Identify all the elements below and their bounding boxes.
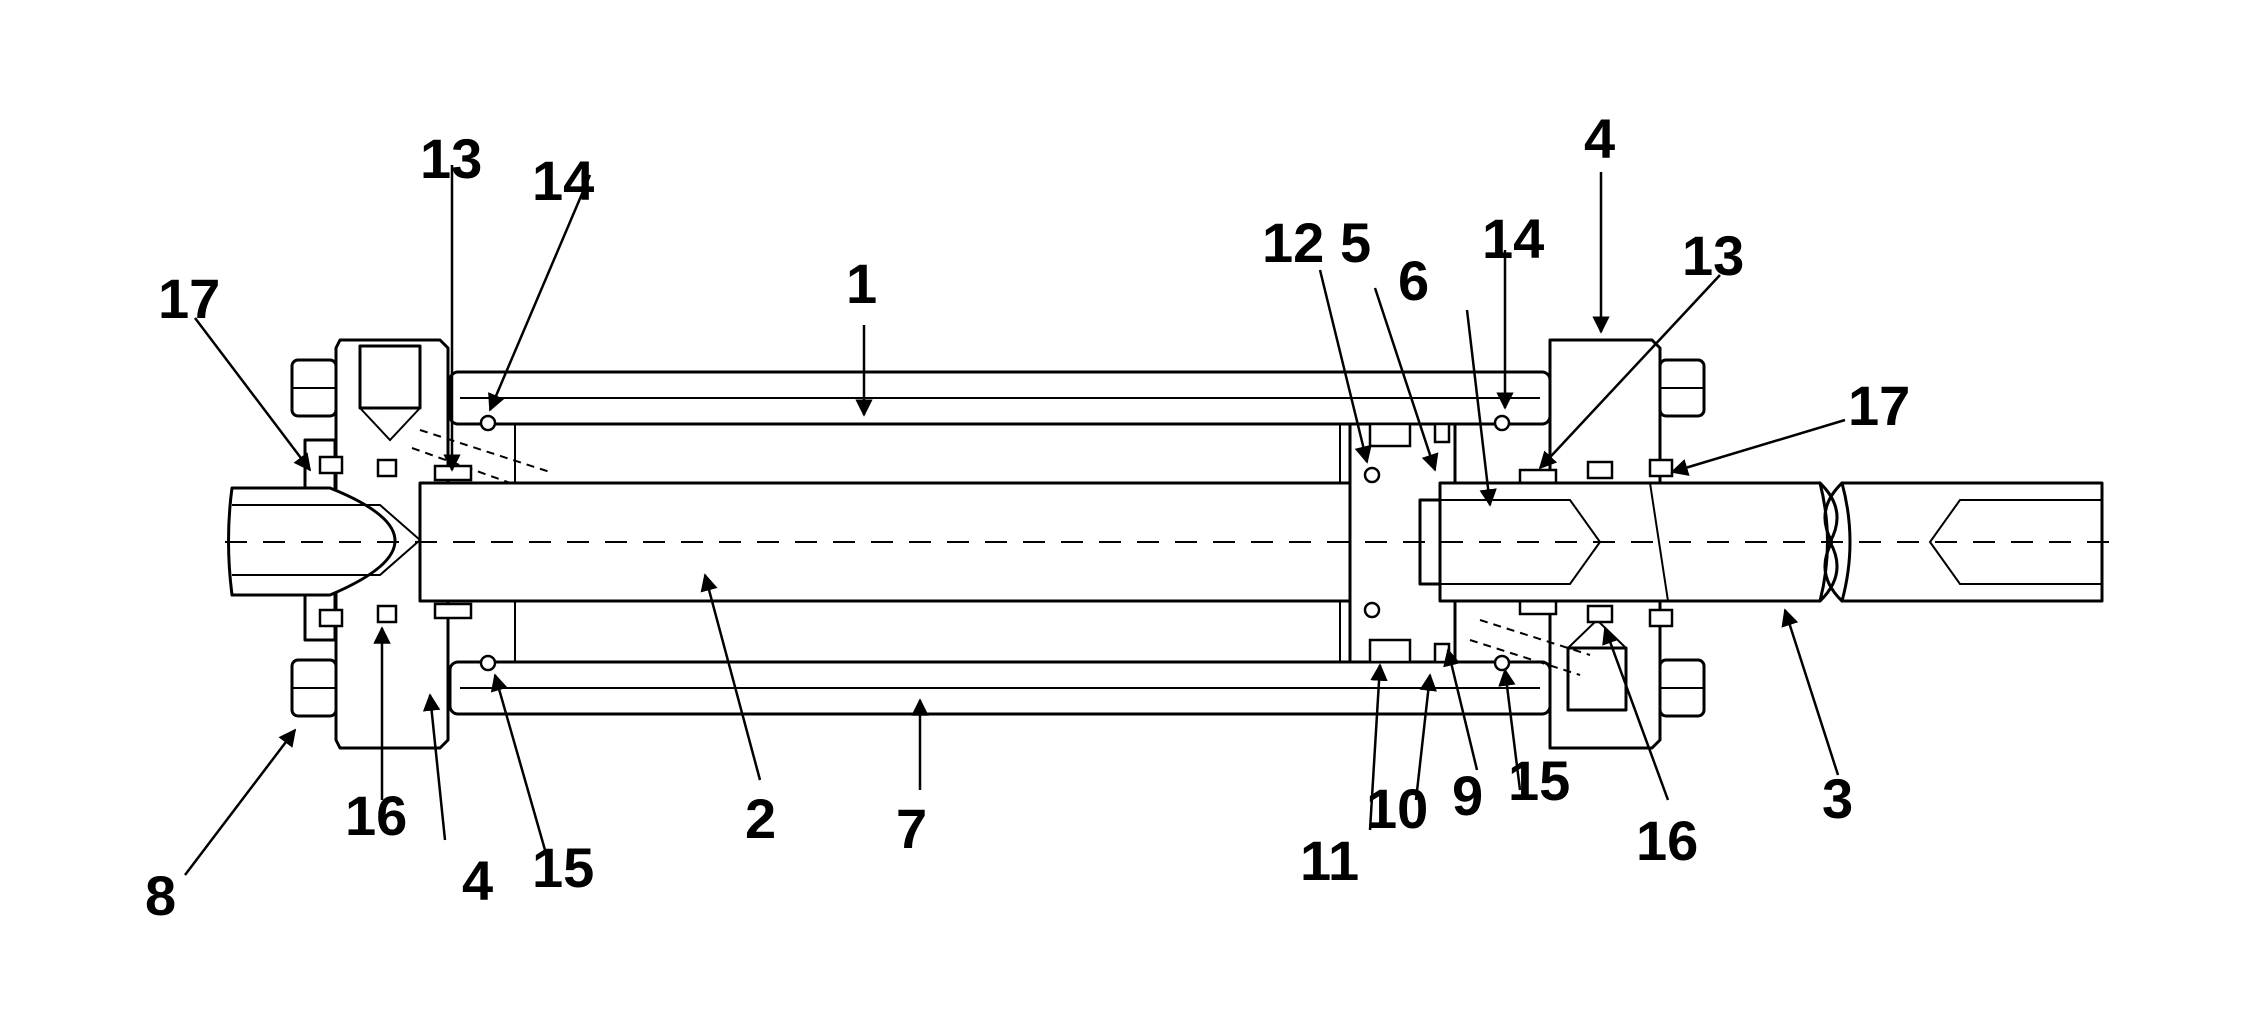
label-3: 3 (1822, 767, 1853, 830)
label-15-right: 15 (1508, 749, 1570, 812)
label-8: 8 (145, 864, 176, 927)
label-16-right: 16 (1636, 809, 1698, 872)
label-5: 5 (1340, 211, 1371, 274)
label-12: 12 (1262, 211, 1324, 274)
label-1: 1 (846, 252, 877, 315)
label-16-left: 16 (345, 784, 407, 847)
label-15-left: 15 (532, 836, 594, 899)
label-4-left: 4 (462, 849, 493, 912)
extension-rod (1438, 481, 2104, 603)
label-7: 7 (896, 797, 927, 860)
label-6: 6 (1398, 249, 1429, 312)
label-17-left: 17 (158, 267, 220, 330)
label-9: 9 (1452, 764, 1483, 827)
leader-lines (184, 165, 1846, 876)
label-2: 2 (745, 787, 776, 850)
label-4-right: 4 (1584, 107, 1615, 170)
label-13-left: 13 (420, 127, 482, 190)
label-11: 11 (1300, 829, 1359, 892)
label-10: 10 (1366, 777, 1428, 840)
label-13-right: 13 (1682, 224, 1744, 287)
label-14-right: 14 (1482, 207, 1544, 270)
label-14-left: 14 (532, 149, 594, 212)
label-17-right: 17 (1848, 374, 1910, 437)
reference-labels: 1 2 3 4 4 5 6 7 8 9 10 11 12 13 13 14 14… (145, 107, 1910, 927)
